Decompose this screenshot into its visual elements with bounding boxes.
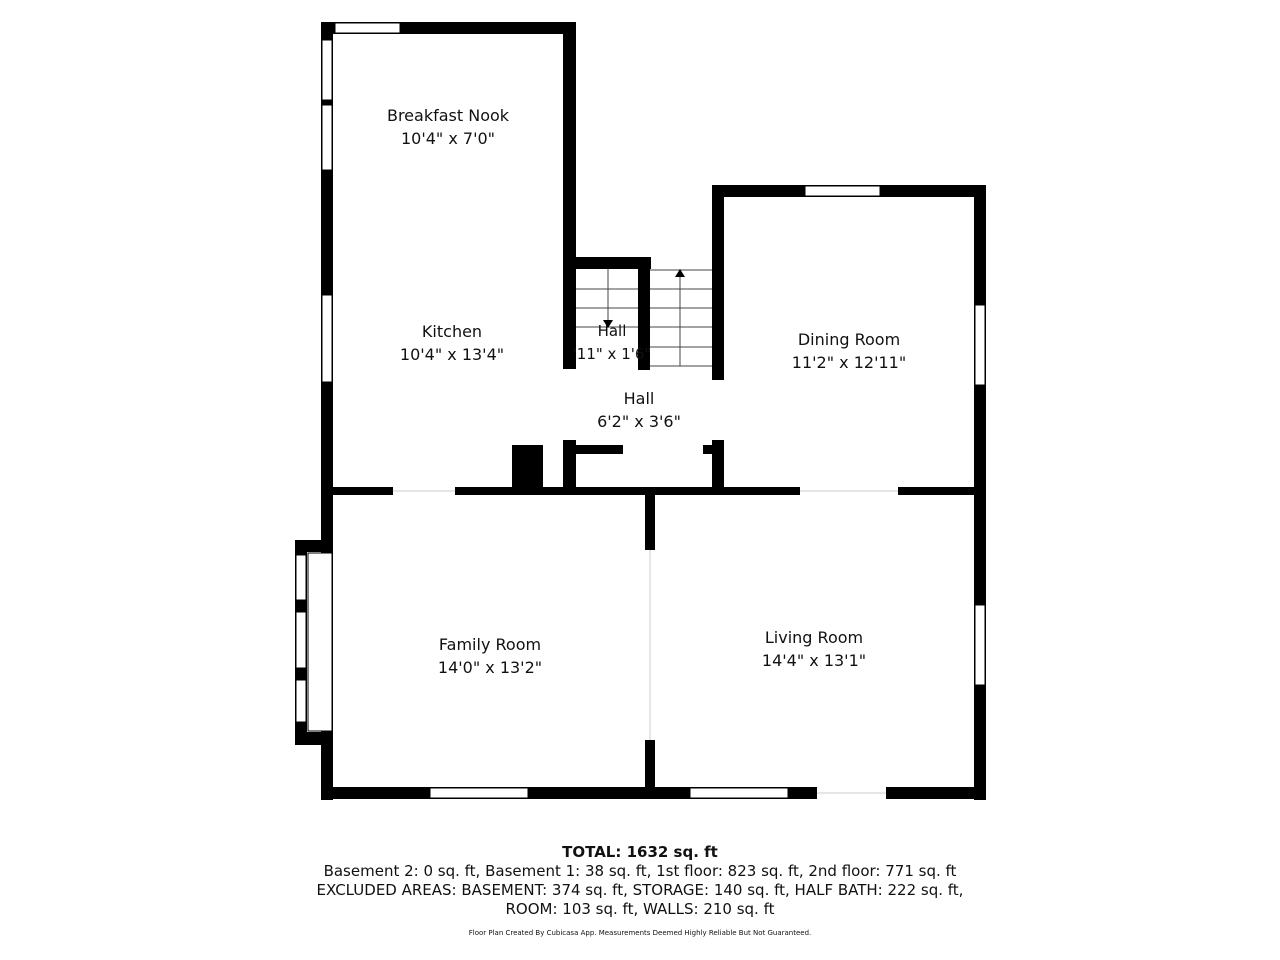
room-dining-room: Dining Room 11'2" x 12'11" bbox=[792, 328, 906, 374]
room-name: Living Room bbox=[764, 628, 864, 647]
stair-arrows bbox=[603, 269, 685, 328]
area-breakdown: Basement 2: 0 sq. ft, Basement 1: 38 sq.… bbox=[0, 862, 1280, 919]
room-breakfast-nook: Breakfast Nook 10'4" x 7'0" bbox=[387, 104, 509, 150]
room-living-room: Living Room 14'4" x 13'1" bbox=[762, 626, 866, 672]
room-name: Hall bbox=[597, 322, 627, 340]
room-dims: 11'2" x 12'11" bbox=[791, 353, 907, 372]
room-hall: Hall 6'2" x 3'6" bbox=[597, 387, 681, 433]
room-name: Kitchen bbox=[421, 322, 483, 341]
room-dims: 14'4" x 13'1" bbox=[761, 651, 867, 670]
room-dims: 14'0" x 13'2" bbox=[437, 658, 543, 677]
room-dims: 10'4" x 7'0" bbox=[400, 129, 496, 148]
windows bbox=[295, 22, 986, 799]
room-dims: 10'4" x 13'4" bbox=[399, 345, 505, 364]
room-family-room: Family Room 14'0" x 13'2" bbox=[438, 633, 542, 679]
room-hall-small: Hall '11" x 1'6" bbox=[573, 320, 652, 366]
room-dims: 6'2" x 3'6" bbox=[597, 412, 681, 431]
room-name: Family Room bbox=[438, 635, 542, 654]
room-name: Breakfast Nook bbox=[386, 106, 510, 125]
room-name: Hall bbox=[623, 389, 655, 408]
excluded-areas-cont: ROOM: 103 sq. ft, WALLS: 210 sq. ft bbox=[505, 900, 775, 918]
total-area: TOTAL: 1632 sq. ft bbox=[562, 843, 718, 861]
excluded-areas: EXCLUDED AREAS: BASEMENT: 374 sq. ft, ST… bbox=[316, 881, 964, 899]
stairs bbox=[576, 269, 712, 367]
room-dims: '11" x 1'6" bbox=[572, 345, 652, 363]
floor-areas: Basement 2: 0 sq. ft, Basement 1: 38 sq.… bbox=[323, 862, 957, 880]
disclaimer: Floor Plan Created By Cubicasa App. Meas… bbox=[468, 929, 812, 937]
room-name: Dining Room bbox=[797, 330, 901, 349]
openings-outline bbox=[393, 490, 898, 794]
room-kitchen: Kitchen 10'4" x 13'4" bbox=[400, 320, 504, 366]
